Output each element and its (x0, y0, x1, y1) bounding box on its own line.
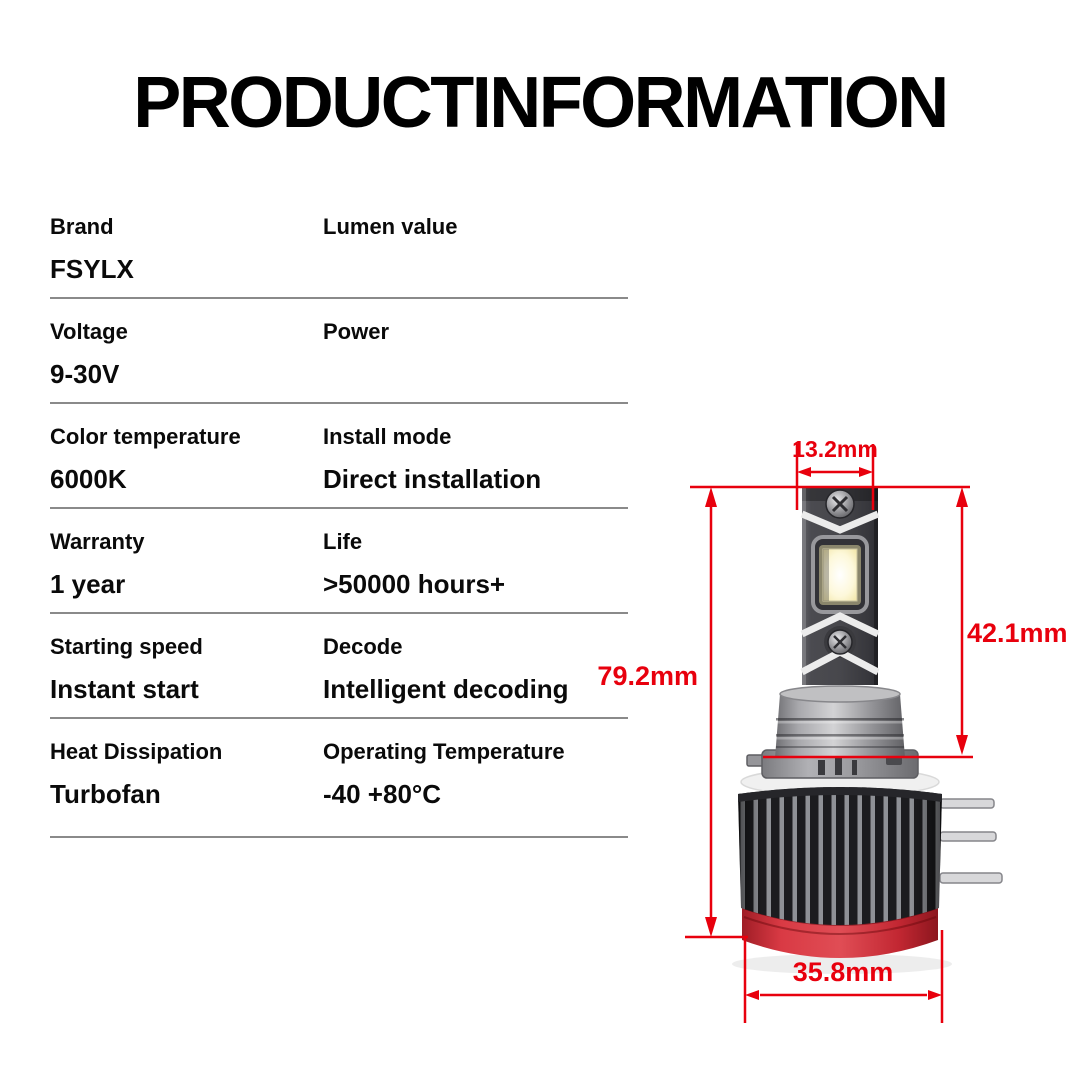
spec-row-voltage-power: Voltage 9-30V Power (50, 299, 628, 404)
bulb-photo (685, 444, 1003, 1023)
dimension-label-upper-height: 42.1mm (967, 618, 1068, 648)
spec-value: 1 year (50, 569, 126, 599)
bulb-collar (775, 685, 905, 758)
spec-cell-decode: Decode Intelligent decoding (323, 634, 628, 705)
dimension-label-total-height: 79.2mm (597, 661, 698, 691)
ground-shadow (732, 954, 952, 974)
spec-row-warranty-life: Warranty 1 year Life >50000 hours+ (50, 509, 628, 614)
spec-value: Instant start (50, 674, 199, 704)
spec-value: Turbofan (50, 779, 161, 809)
dimension-arrowheads (705, 467, 968, 1000)
spec-value: 9-30V (50, 359, 120, 389)
spec-value: Direct installation (323, 464, 542, 494)
spec-row-heat-temperature: Heat Dissipation Turbofan Operating Temp… (50, 719, 628, 838)
spec-cell-operating-temperature: Operating Temperature -40 +80°C (323, 739, 628, 810)
spec-cell-life: Life >50000 hours+ (323, 529, 628, 600)
spec-cell-install-mode: Install mode Direct installation (323, 424, 628, 495)
spec-label: Heat Dissipation (50, 739, 223, 764)
spec-label: Life (323, 529, 363, 554)
product-figure: 13.2mm 79.2mm 42.1mm 35.8mm (590, 430, 1080, 1080)
spec-cell-voltage: Voltage 9-30V (50, 319, 323, 390)
spec-value: Intelligent decoding (323, 674, 569, 704)
spec-value: >50000 hours+ (323, 569, 506, 599)
spec-label: Install mode (323, 424, 452, 449)
spec-cell-color-temperature: Color temperature 6000K (50, 424, 323, 495)
spec-label: Lumen value (323, 214, 458, 239)
spec-cell-heat-dissipation: Heat Dissipation Turbofan (50, 739, 323, 810)
bulb-body (800, 488, 880, 685)
dimension-lines (685, 444, 973, 1023)
spec-cell-lumen-value: Lumen value (323, 214, 628, 285)
spec-row-colortemp-install: Color temperature 6000K Install mode Dir… (50, 404, 628, 509)
spec-label: Starting speed (50, 634, 203, 659)
page-title: PRODUCTINFORMATION (133, 63, 949, 143)
spec-label: Color temperature (50, 424, 241, 449)
spec-value (323, 358, 628, 390)
spec-cell-starting-speed: Starting speed Instant start (50, 634, 323, 705)
spec-label: Warranty (50, 529, 145, 554)
led-chip (822, 548, 858, 602)
dimension-label-top-width: 13.2mm (792, 436, 878, 462)
spec-value: 6000K (50, 464, 127, 494)
spec-label: Power (323, 319, 390, 344)
spec-row-startspeed-decode: Starting speed Instant start Decode Inte… (50, 614, 628, 719)
connector-pins (939, 798, 1003, 884)
spec-cell-warranty: Warranty 1 year (50, 529, 323, 600)
spec-label: Decode (323, 634, 403, 659)
heatsink (738, 787, 942, 925)
spec-value (323, 253, 628, 285)
spec-cell-brand: Brand FSYLX (50, 214, 323, 285)
spec-label: Voltage (50, 319, 128, 344)
spec-value: -40 +80°C (323, 779, 442, 809)
spec-table: Brand FSYLX Lumen value Voltage 9-30V Po… (50, 194, 628, 838)
spec-row-brand-lumen: Brand FSYLX Lumen value (50, 194, 628, 299)
spec-value: FSYLX (50, 254, 134, 284)
dimension-label-base-width: 35.8mm (792, 957, 894, 987)
spec-label: Operating Temperature (323, 739, 565, 764)
spec-label: Brand (50, 214, 114, 239)
spec-cell-power: Power (323, 319, 628, 390)
